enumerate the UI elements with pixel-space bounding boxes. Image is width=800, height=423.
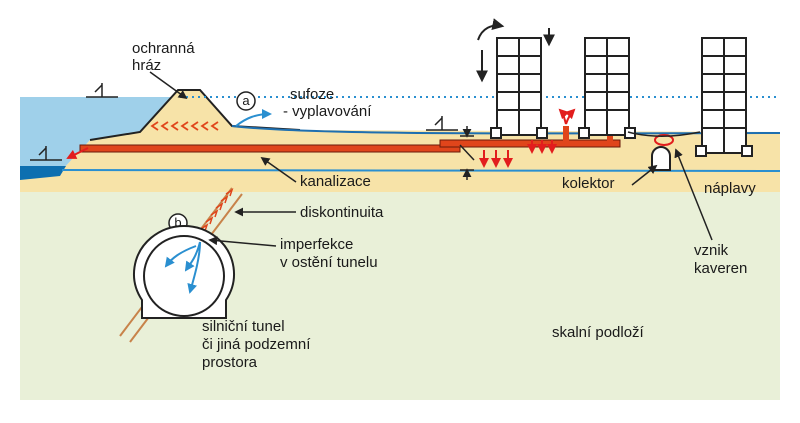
suffosion-label-1: sufoze bbox=[290, 86, 335, 103]
sewer-pipe bbox=[79, 144, 461, 153]
tunnel-label-3: prostora bbox=[202, 354, 258, 371]
dike-label-2: hráz bbox=[132, 57, 162, 74]
discontinuity-zone bbox=[195, 188, 234, 239]
caverns-label-1: vznik bbox=[694, 242, 729, 259]
caverns-label-2: kaveren bbox=[694, 260, 748, 277]
suffosion-label-2: - vyplavování bbox=[283, 103, 372, 120]
alluvium-layer bbox=[20, 90, 780, 192]
building-3 bbox=[695, 37, 753, 157]
cavern-ellipse bbox=[654, 134, 674, 146]
building-2 bbox=[578, 37, 636, 139]
tunnel-label-1: silniční tunel bbox=[202, 318, 285, 335]
tunnel-label-2: či jiná podzemní bbox=[202, 336, 311, 353]
sewer-label: kanalizace bbox=[300, 173, 371, 190]
cavern-settlement bbox=[627, 131, 701, 137]
river-water bbox=[20, 97, 172, 172]
collector-tunnel bbox=[651, 146, 671, 171]
water-level-symbol-lower bbox=[30, 146, 62, 161]
sewer-riser-1 bbox=[563, 126, 569, 142]
collector-label: kolektor bbox=[562, 175, 615, 192]
marker-b-label: b bbox=[174, 215, 182, 230]
water-level-symbol-river bbox=[86, 83, 118, 98]
marker-a-circle bbox=[236, 91, 256, 111]
alluvium-label: náplavy bbox=[704, 180, 756, 197]
outflow-arrow-red bbox=[66, 147, 89, 159]
groundwater-level-lower bbox=[61, 169, 781, 172]
road-tunnel bbox=[133, 225, 235, 319]
bedrock-label: skalní podloží bbox=[552, 324, 644, 341]
marker-a-label: a bbox=[242, 93, 250, 108]
imperfection-label-1: imperfekce bbox=[280, 236, 354, 253]
groundwater-level-surface bbox=[231, 125, 781, 135]
seepage-chevrons bbox=[150, 121, 219, 131]
river-deep-water bbox=[20, 166, 66, 180]
leader-lines bbox=[149, 71, 713, 247]
dike-label-1: ochranná bbox=[132, 40, 195, 57]
imperfection-label-2: v ostění tunelu bbox=[280, 254, 378, 271]
sewer-connection bbox=[439, 139, 621, 148]
discontinuity-label: diskontinuita bbox=[300, 204, 384, 221]
rotation-arrow-icon bbox=[477, 18, 505, 41]
building-1 bbox=[490, 37, 548, 139]
suffosion-arrow bbox=[235, 109, 272, 127]
bedrock-layer bbox=[20, 192, 780, 400]
drawdown-dimension bbox=[459, 126, 475, 180]
water-level-symbol-surface bbox=[426, 116, 458, 131]
